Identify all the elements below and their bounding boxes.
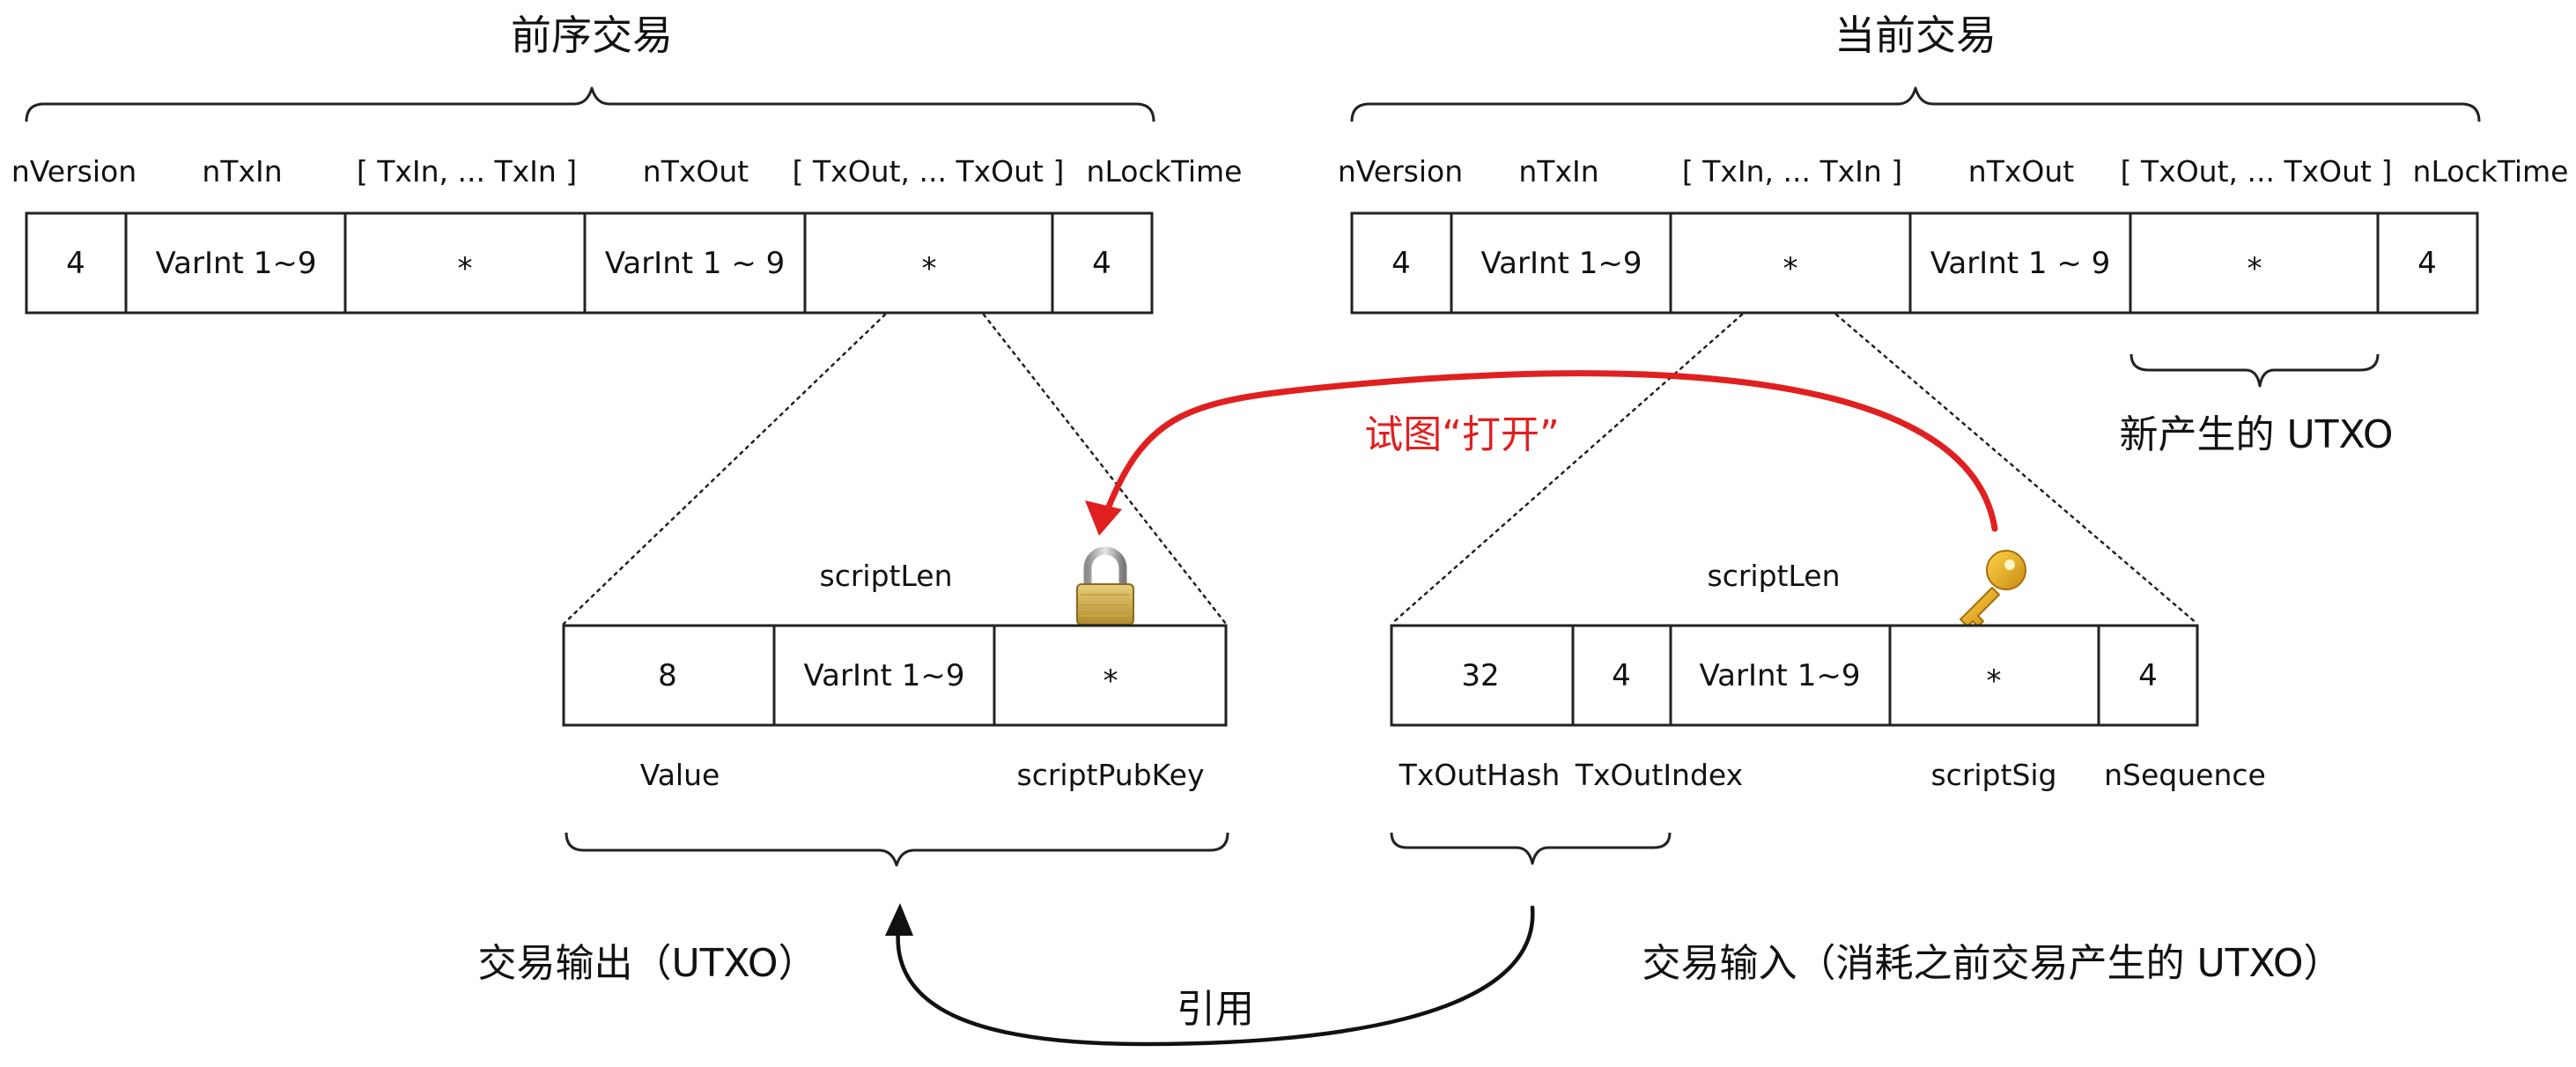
output-cell-scriptlen: VarInt 1~9 — [804, 658, 965, 693]
cur-tx-record — [1350, 211, 2479, 315]
cur-tx-cells: 4 VarInt 1~9 * VarInt 1 ~ 9 * 4 — [1391, 246, 2437, 286]
prev-tx-cells: 4 VarInt 1~9 * VarInt 1 ~ 9 * 4 — [66, 246, 1111, 286]
new-utxo-brace — [2129, 353, 2380, 388]
try-open-label: 试图“打开” — [1364, 412, 1560, 457]
input-cell-txoutindex: 4 — [1612, 658, 1631, 693]
input-scriptlen-label: scriptLen — [1708, 559, 1841, 593]
cur-cell-nlocktime: 4 — [2417, 246, 2437, 281]
field-label-nversion: nVersion — [1338, 154, 1463, 189]
field-label-nlocktime: nLockTime — [1087, 154, 1243, 189]
prev-cell-ntxin: VarInt 1~9 — [156, 246, 317, 281]
input-label-scriptsig: scriptSig — [1930, 758, 2056, 792]
cur-cell-txout-list: * — [2248, 251, 2262, 286]
input-record — [1390, 624, 2199, 727]
field-label-ntxin: nTxIn — [202, 154, 282, 189]
zoom-line-output-right — [982, 313, 1228, 626]
field-label-ntxout: nTxOut — [1968, 154, 2074, 189]
try-open-arrow: 试图“打开” — [1085, 370, 1998, 536]
prev-tx-record — [25, 211, 1154, 315]
output-label-value: Value — [640, 758, 720, 792]
field-label-txin-list: [ TxIn, ... TxIn ] — [1682, 154, 1902, 189]
input-cell-scriptsig: * — [1987, 663, 2002, 699]
output-cell-scriptpubkey: * — [1103, 663, 1118, 699]
tx-output: scriptLen 8 VarInt 1~9 * Value scriptPub… — [477, 546, 1229, 986]
field-label-ntxin: nTxIn — [1518, 154, 1598, 189]
cur-tx-brace — [1350, 86, 2481, 122]
cur-cell-ntxout: VarInt 1 ~ 9 — [1930, 246, 2111, 281]
cur-cell-ntxin: VarInt 1~9 — [1481, 246, 1642, 281]
zoom-lines — [562, 313, 2199, 626]
prev-tx: 前序交易 nVersion nTxIn [ TxIn, ... TxIn ] n… — [11, 11, 1243, 315]
reference-label: 引用 — [1177, 987, 1254, 1032]
input-cell-txouthash: 32 — [1461, 658, 1499, 693]
input-cell-nsequence: 4 — [2138, 658, 2158, 693]
output-brace — [565, 832, 1229, 867]
field-label-txout-list: [ TxOut, ... TxOut ] — [2121, 154, 2393, 189]
output-caption: 交易输出（UTXO） — [477, 941, 816, 986]
reference-arrow: 引用 — [885, 903, 1535, 1047]
input-label-txouthash: TxOutHash — [1399, 758, 1561, 792]
prev-cell-ntxout: VarInt 1 ~ 9 — [605, 246, 786, 281]
zoom-line-input-left — [1390, 313, 1744, 626]
prev-cell-nversion: 4 — [66, 246, 85, 281]
prev-tx-brace — [25, 86, 1155, 122]
input-cell-scriptlen: VarInt 1~9 — [1700, 658, 1861, 693]
output-cell-value: 8 — [658, 658, 677, 693]
cur-tx-title: 当前交易 — [1834, 11, 1997, 59]
output-record — [562, 624, 1228, 727]
key-icon — [1960, 550, 2026, 627]
input-label-nsequence: nSequence — [2104, 758, 2266, 792]
new-utxo-label: 新产生的 UTXO — [2119, 412, 2393, 457]
field-label-txin-list: [ TxIn, ... TxIn ] — [357, 154, 577, 189]
field-label-nlocktime: nLockTime — [2413, 154, 2569, 189]
zoom-line-input-right — [1834, 313, 2199, 626]
output-scriptlen-label: scriptLen — [820, 559, 953, 593]
cur-cell-nversion: 4 — [1391, 246, 1411, 281]
prev-cell-nlocktime: 4 — [1092, 246, 1111, 281]
cur-tx: 当前交易 nVersion nTxIn [ TxIn, ... TxIn ] n… — [1338, 11, 2569, 457]
lock-icon — [1076, 546, 1134, 626]
prev-cell-txin-list: * — [458, 251, 473, 286]
input-caption: 交易输入（消耗之前交易产生的 UTXO） — [1642, 941, 2342, 986]
cur-cell-txin-list: * — [1783, 251, 1798, 286]
output-label-scriptpubkey: scriptPubKey — [1017, 758, 1205, 792]
field-label-ntxout: nTxOut — [643, 154, 749, 189]
prev-cell-txout-list: * — [922, 251, 937, 286]
field-label-nversion: nVersion — [11, 154, 137, 189]
tx-input: scriptLen 32 4 VarInt 1~9 * 4 TxOutHash … — [1390, 550, 2343, 986]
cur-tx-field-labels: nVersion nTxIn [ TxIn, ... TxIn ] nTxOut… — [1338, 154, 2569, 189]
prev-tx-field-labels: nVersion nTxIn [ TxIn, ... TxIn ] nTxOut… — [11, 154, 1243, 189]
input-brace — [1390, 832, 1672, 865]
prev-tx-title: 前序交易 — [511, 11, 673, 59]
field-label-txout-list: [ TxOut, ... TxOut ] — [793, 154, 1065, 189]
zoom-line-output-left — [562, 313, 887, 626]
input-label-txoutindex: TxOutIndex — [1575, 758, 1743, 792]
